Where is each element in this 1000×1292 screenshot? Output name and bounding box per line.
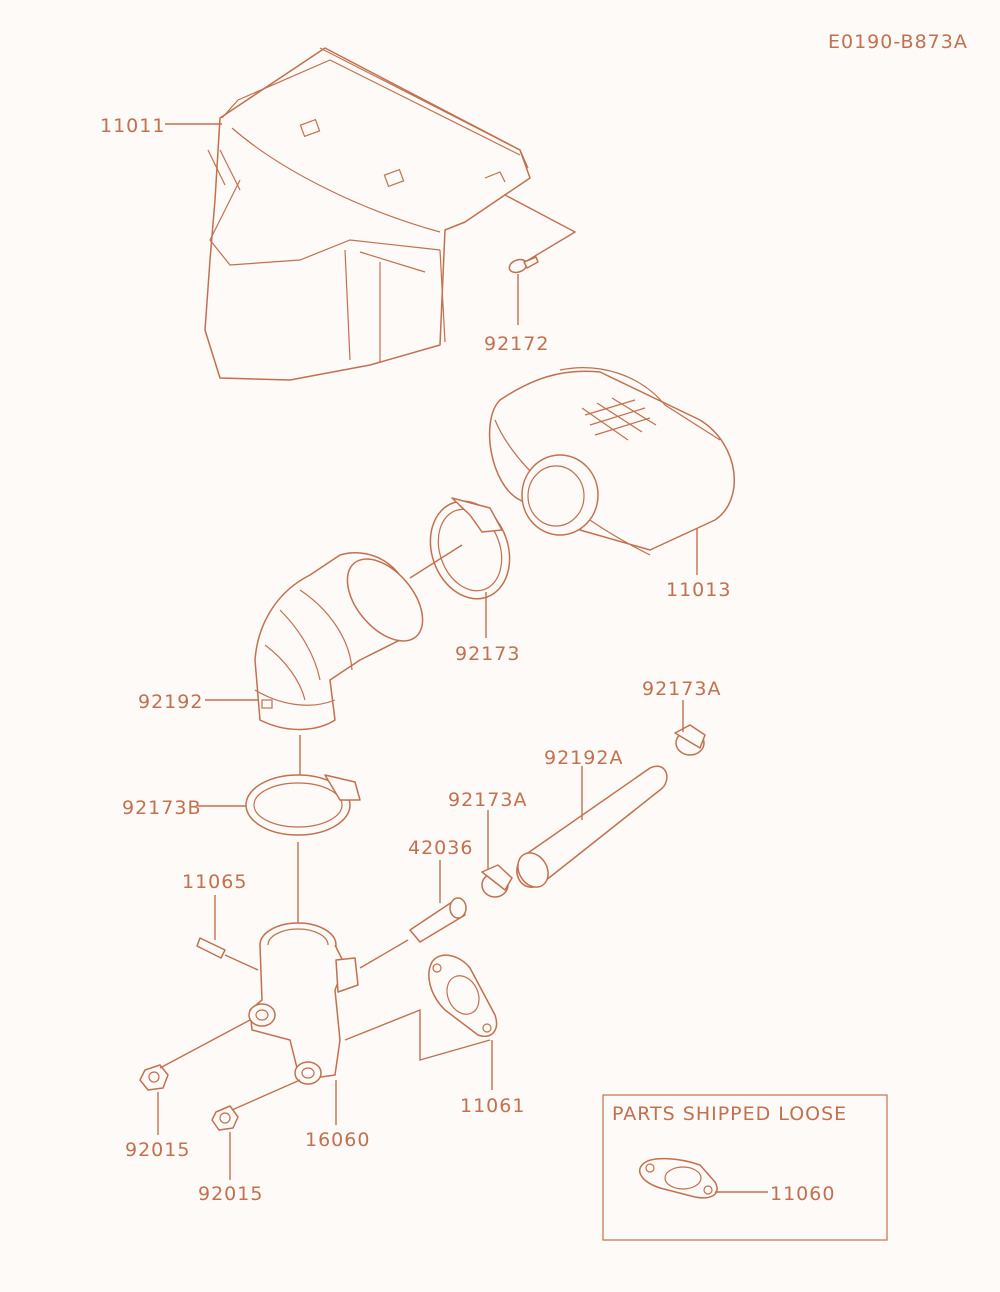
label-11011: 11011 [100, 115, 165, 137]
label-11061: 11061 [460, 1095, 525, 1117]
nut-92015-b [211, 1105, 239, 1131]
label-92173: 92173 [455, 643, 520, 665]
parts-shipped-loose-box: PARTS SHIPPED LOOSE 11060 [602, 1094, 888, 1241]
label-42036: 42036 [408, 837, 473, 859]
air-cleaner-cover [204, 47, 531, 381]
label-92173a-top: 92173A [642, 678, 721, 700]
clamp-92173a-mid [481, 864, 513, 898]
air-filter-element [488, 367, 736, 556]
pin-11065 [196, 937, 226, 959]
leader-pin-manifold [224, 954, 259, 971]
label-92192a: 92192A [544, 747, 623, 769]
leader-nut-a-manifold [159, 1019, 251, 1069]
breather-hose [516, 765, 668, 888]
label-16060: 16060 [305, 1129, 370, 1151]
screw-92172 [504, 194, 577, 274]
label-11065: 11065 [182, 871, 247, 893]
leader-nut-b-manifold [231, 1079, 301, 1111]
label-92172: 92172 [484, 333, 549, 355]
clamp-92173 [429, 497, 511, 600]
gasket-11061 [428, 954, 498, 1037]
diagram-code: E0190-B873A [828, 31, 968, 53]
loose-box-title: PARTS SHIPPED LOOSE [612, 1103, 847, 1125]
filter-mesh-icon [581, 397, 657, 441]
leader-gasket-manifold [344, 1008, 491, 1061]
label-11013: 11013 [666, 579, 731, 601]
nut-92015-a [139, 1064, 169, 1091]
clamp-92173a-top [674, 724, 706, 756]
label-92173a-mid: 92173A [448, 789, 527, 811]
label-92192: 92192 [138, 691, 203, 713]
label-92015-a: 92015 [125, 1139, 190, 1161]
fitting-42036 [409, 897, 467, 943]
elbow-hose [254, 552, 424, 731]
intake-manifold [248, 922, 359, 1085]
leader-92173-up [409, 544, 463, 579]
leader-fitting-manifold [359, 939, 409, 969]
clamp-92173b [245, 774, 361, 836]
label-92173b: 92173B [122, 797, 201, 819]
label-11060: 11060 [770, 1183, 835, 1205]
label-92015-b: 92015 [198, 1183, 263, 1205]
